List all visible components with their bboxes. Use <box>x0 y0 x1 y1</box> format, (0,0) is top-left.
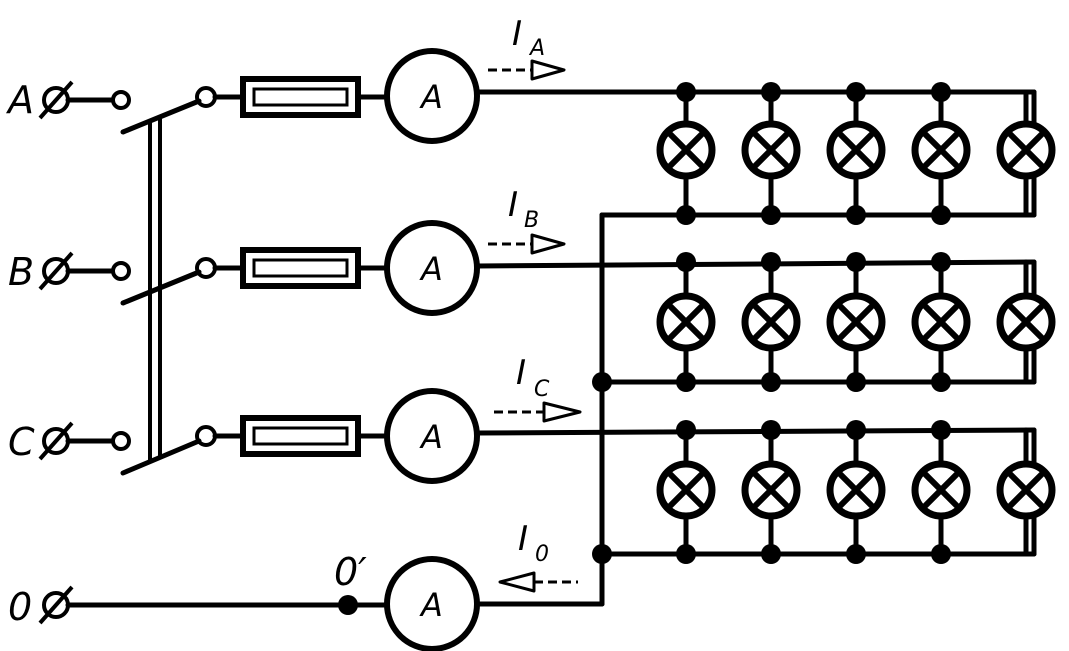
junction-dot <box>676 544 696 564</box>
lamp-icon <box>656 460 716 520</box>
current-direction-arrow-icon <box>530 233 566 255</box>
lamp-icon <box>826 292 886 352</box>
junction-dot <box>761 82 781 102</box>
ammeter-icon <box>384 388 480 484</box>
junction-dot <box>931 82 951 102</box>
ammeter-b-label: A <box>419 250 443 288</box>
ammeter-c-label: A <box>419 418 443 456</box>
neutral-label: 0 <box>8 585 32 629</box>
lamp-icon <box>741 292 801 352</box>
svg-text:I: I <box>512 14 522 54</box>
lamp-icon <box>656 120 716 180</box>
lamp-icon <box>826 460 886 520</box>
lamp-icon <box>996 292 1056 352</box>
current-b-indicator: I B <box>488 185 566 255</box>
ammeter-neutral-label: A <box>419 586 443 624</box>
junction-dot <box>846 372 866 392</box>
lamp-icon <box>911 292 971 352</box>
lamp-group-a <box>599 82 1056 225</box>
ammeter-phase-a: A <box>384 48 480 144</box>
junction-dot <box>846 544 866 564</box>
junction-dot <box>676 420 696 440</box>
svg-text:I: I <box>508 185 518 225</box>
junction-dot <box>676 252 696 272</box>
lamp-icon <box>996 120 1056 180</box>
ammeter-a-label: A <box>419 78 443 116</box>
svg-text:I: I <box>516 353 526 393</box>
current-c-indicator: I C <box>494 353 582 423</box>
junction-dot <box>761 252 781 272</box>
junction-dot <box>846 252 866 272</box>
current-direction-arrow-icon <box>542 401 582 423</box>
junction-dot <box>931 205 951 225</box>
ammeter-neutral: A <box>384 556 480 651</box>
junction-dot <box>761 420 781 440</box>
junction-dot <box>676 372 696 392</box>
lamp-load-groups <box>599 82 1056 564</box>
svg-text:C: C <box>534 377 550 402</box>
current-direction-arrow-icon <box>530 59 566 81</box>
junction-dot <box>846 205 866 225</box>
junction-dot <box>761 372 781 392</box>
phase-a-label: A <box>5 78 34 122</box>
lamp-icon <box>741 460 801 520</box>
lamp-icon <box>656 292 716 352</box>
neutral-node-dot <box>338 595 358 615</box>
terminal-icon <box>38 585 74 625</box>
lamp-group-c <box>599 420 1056 564</box>
lamp-group-b <box>599 252 1056 392</box>
svg-text:I: I <box>518 519 528 559</box>
current-a-indicator: I A <box>488 14 566 81</box>
lamp-icon <box>911 460 971 520</box>
junction-dot <box>931 372 951 392</box>
lamp-icon <box>996 460 1056 520</box>
lamp-icon <box>826 120 886 180</box>
ammeter-phase-c: A <box>384 388 480 484</box>
lamp-icon <box>911 120 971 180</box>
junction-dot <box>931 544 951 564</box>
fuse-icon <box>240 247 361 289</box>
ammeter-phase-b: A <box>384 220 480 316</box>
svg-text:0: 0 <box>535 542 549 567</box>
junction-dot <box>931 252 951 272</box>
current-neutral-indicator: I 0 <box>498 519 578 593</box>
fuse-icon <box>240 415 361 457</box>
junction-dot <box>676 205 696 225</box>
junction-dot <box>846 420 866 440</box>
lamp-icon <box>741 120 801 180</box>
svg-text:B: B <box>524 208 539 233</box>
junction-dot <box>931 420 951 440</box>
phase-c-label: C <box>8 420 35 464</box>
junction-dot <box>846 82 866 102</box>
fuse-icon <box>240 76 361 118</box>
junction-dot <box>761 544 781 564</box>
neutral-node-label: 0′ <box>334 550 367 594</box>
junction-dot <box>676 82 696 102</box>
junction-dot <box>761 205 781 225</box>
svg-text:A: A <box>528 36 545 61</box>
ammeter-icon <box>384 48 480 144</box>
current-direction-arrow-icon <box>498 571 536 593</box>
three-pole-switch-icon <box>111 86 217 476</box>
phase-b-label: B <box>8 250 34 294</box>
